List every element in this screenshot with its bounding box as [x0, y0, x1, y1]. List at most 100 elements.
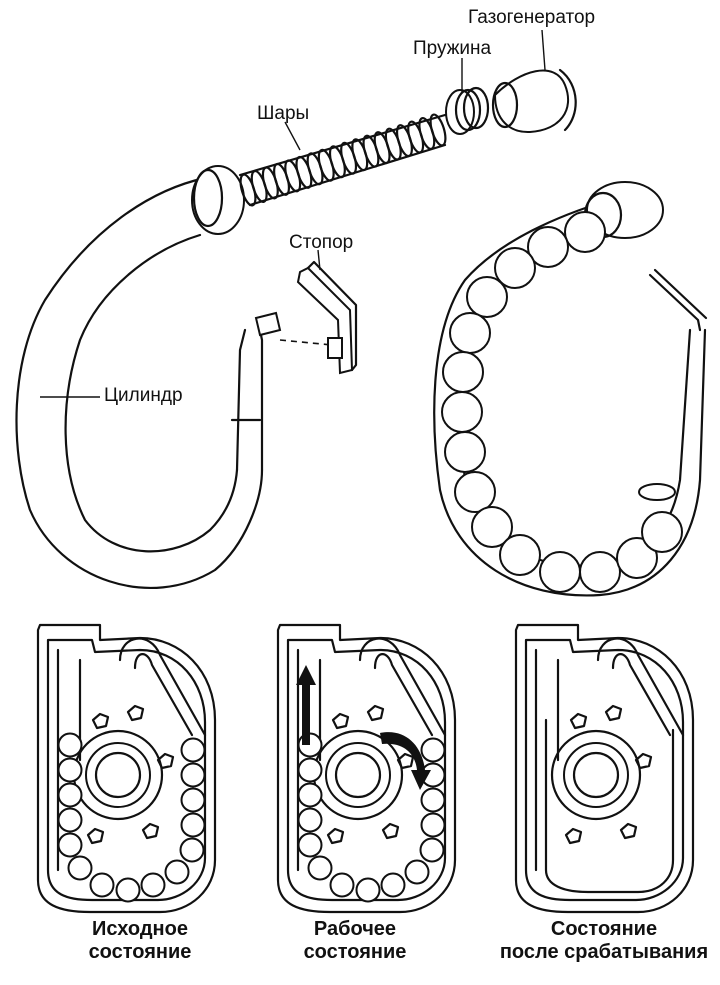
- assembled-tube-outer: [433, 198, 707, 597]
- spring-label: Пружина: [413, 38, 492, 59]
- ball: [404, 859, 430, 885]
- tube-loop: [118, 637, 207, 737]
- cylinder-label: Цилиндр: [104, 385, 183, 406]
- ball: [564, 211, 606, 253]
- housing-hole: [331, 712, 350, 730]
- housing-hole: [564, 827, 583, 845]
- ball: [442, 351, 484, 393]
- ball: [57, 807, 83, 833]
- ball: [527, 226, 569, 268]
- ball: [420, 787, 446, 813]
- ball-coil: [284, 159, 302, 193]
- ball: [471, 506, 513, 548]
- stopper-part: [296, 260, 358, 375]
- ball: [57, 832, 83, 858]
- housing-hole: [396, 752, 415, 770]
- caption-after: Состояние после срабатывания: [490, 918, 718, 964]
- housing-hole: [634, 752, 653, 770]
- ball: [307, 855, 333, 881]
- ball: [67, 855, 93, 881]
- ball-coil: [418, 117, 436, 151]
- ball: [641, 511, 683, 553]
- gas-generator-part: [491, 68, 577, 134]
- ball: [180, 787, 206, 813]
- housing-hole: [156, 752, 175, 770]
- housing: [276, 623, 457, 914]
- ball-coil: [407, 120, 425, 154]
- ball-coil: [261, 166, 279, 200]
- housing-hole: [569, 712, 588, 730]
- caption-initial: Исходное состояние: [40, 918, 240, 964]
- housing-hole: [126, 704, 145, 722]
- ball-coil: [250, 169, 268, 203]
- gas-generator-label: Газогенератор: [468, 7, 596, 28]
- housing-hole: [381, 822, 400, 840]
- tube-tab: [254, 311, 282, 337]
- housing-hole: [619, 822, 638, 840]
- ball: [297, 782, 323, 808]
- ball: [180, 762, 206, 788]
- caption-after-line1: Состояние: [550, 918, 658, 940]
- ball: [115, 877, 141, 903]
- ball-coil: [306, 152, 324, 186]
- housing-hole: [91, 712, 110, 730]
- caption-after-line2: после срабатывания: [499, 941, 709, 963]
- ball: [499, 534, 541, 576]
- ball-coil: [395, 124, 413, 158]
- ball: [297, 807, 323, 833]
- caption-working: Рабочее состояние: [255, 918, 455, 964]
- state-working: [276, 623, 457, 914]
- arrow-rotate-icon: [380, 732, 431, 790]
- ball: [441, 391, 483, 433]
- ball: [579, 551, 621, 593]
- tube-loop: [358, 637, 447, 737]
- ball: [297, 757, 323, 783]
- tube-loop: [596, 637, 685, 737]
- ball: [329, 872, 355, 898]
- arrow-up-icon: [296, 665, 316, 745]
- ball-coil: [340, 141, 358, 175]
- ball: [380, 872, 406, 898]
- ball-coil: [429, 113, 447, 147]
- ball: [57, 732, 83, 758]
- assembled-pretensioner: [433, 181, 708, 597]
- ball: [494, 247, 536, 289]
- ball-coil: [328, 145, 346, 179]
- ball-coil: [362, 134, 380, 168]
- ball: [454, 471, 496, 513]
- ball: [57, 757, 83, 783]
- ball: [57, 782, 83, 808]
- ball: [466, 276, 508, 318]
- ball: [449, 312, 491, 354]
- ball: [179, 837, 205, 863]
- housing: [514, 623, 695, 914]
- balls-label: Шары: [257, 103, 310, 124]
- ball: [180, 812, 206, 838]
- ball-coil: [295, 155, 313, 189]
- ball: [297, 832, 323, 858]
- state-initial: [36, 623, 217, 914]
- ball: [539, 551, 581, 593]
- tube-collar: [191, 165, 245, 235]
- ball: [420, 812, 446, 838]
- ball: [180, 737, 206, 763]
- ball-coil: [317, 148, 335, 182]
- ball-coil: [273, 162, 291, 196]
- state-after: [514, 623, 695, 914]
- stopper-label: Стопор: [289, 232, 354, 253]
- caption-working-line2: состояние: [303, 941, 407, 963]
- housing-hole: [366, 704, 385, 722]
- exploded-pretensioner: [15, 29, 577, 590]
- ball-coil: [373, 131, 391, 165]
- ball: [355, 877, 381, 903]
- housing-hole: [326, 827, 345, 845]
- ball: [444, 431, 486, 473]
- cylinder-tube: [15, 176, 264, 590]
- spring-part: [445, 86, 490, 135]
- housing-hole: [604, 704, 623, 722]
- housing: [36, 623, 217, 914]
- ball: [164, 859, 190, 885]
- caption-initial-line1: Исходное: [92, 918, 188, 940]
